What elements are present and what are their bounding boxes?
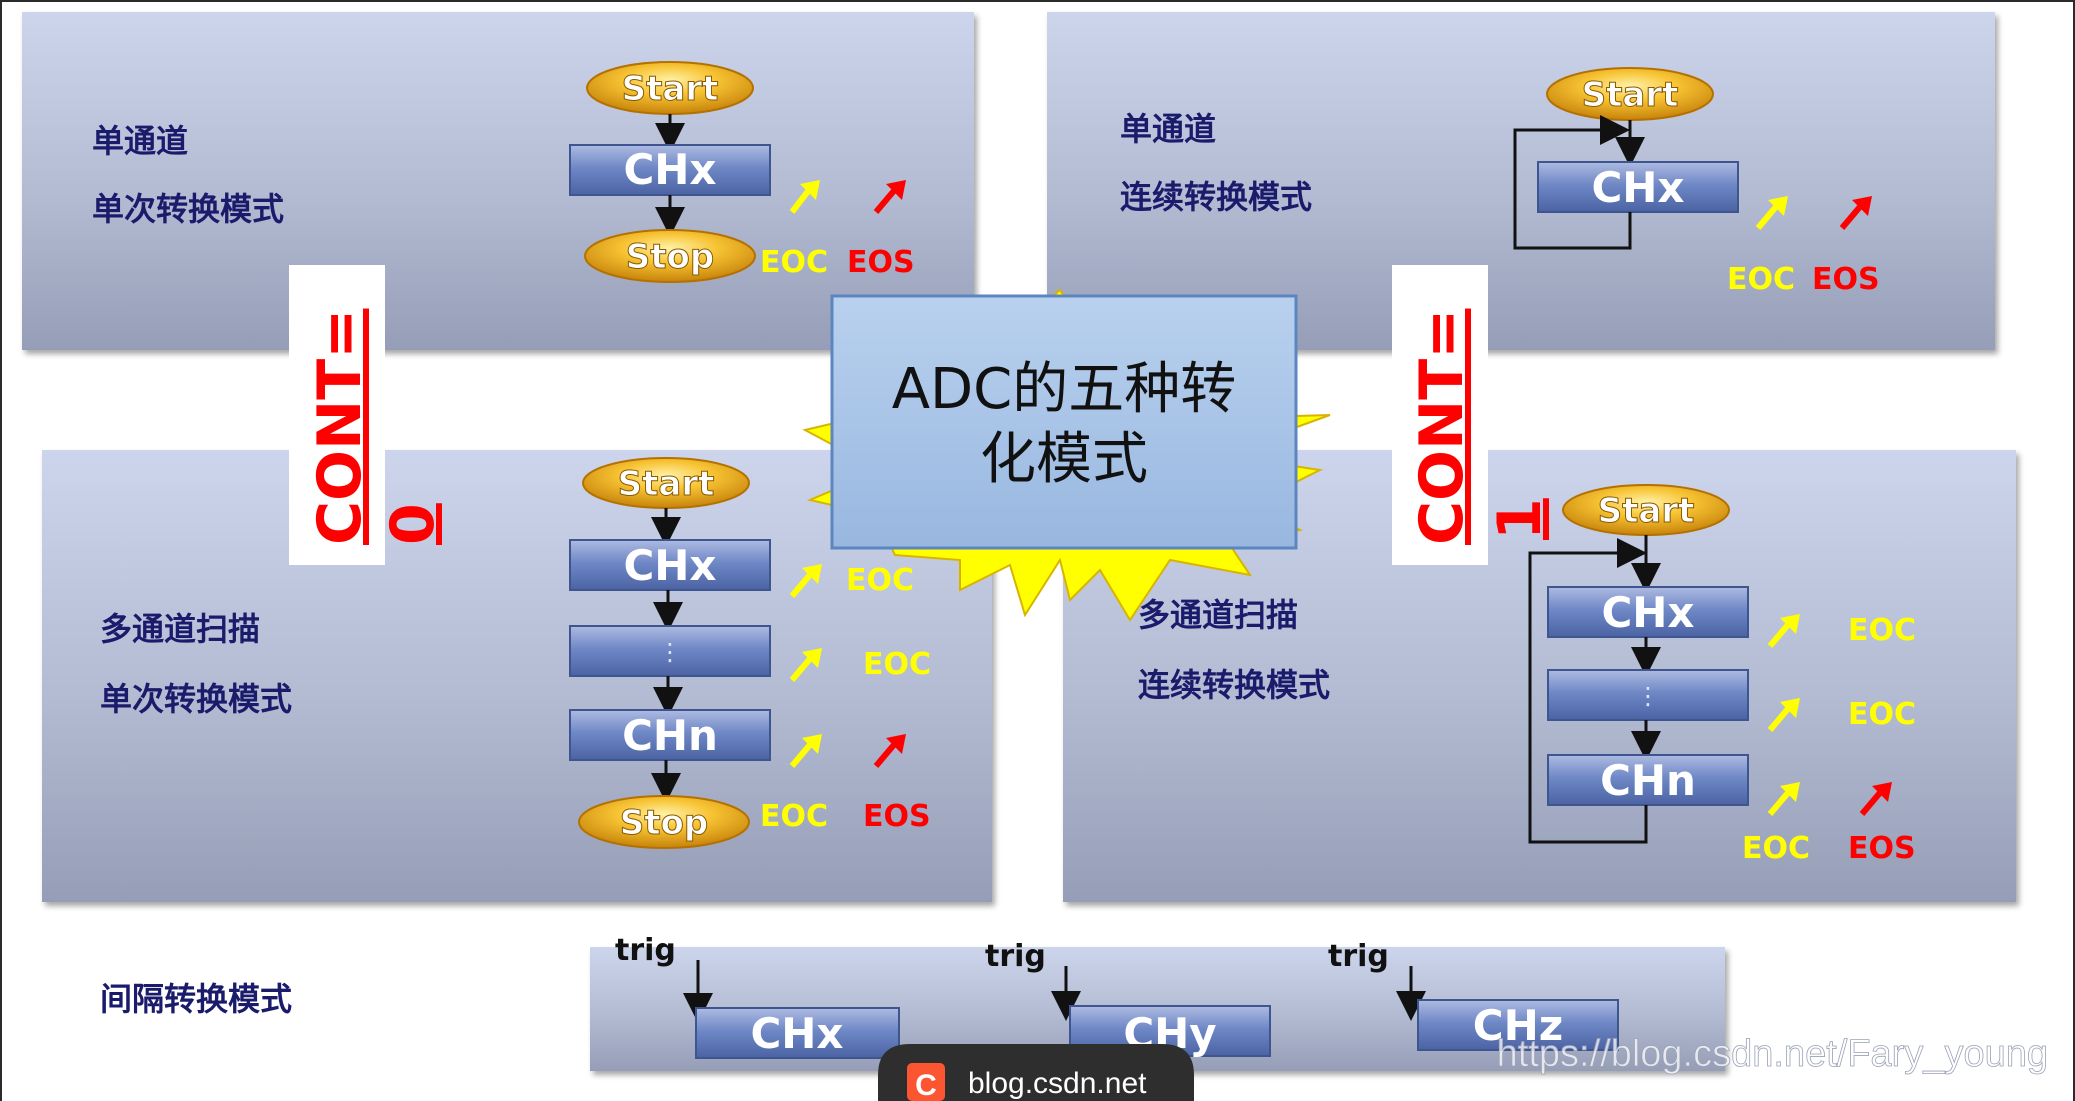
eoc-label: EOC <box>760 799 828 834</box>
scan-cont-channel-2: ⋮ <box>1547 669 1749 721</box>
disc-channel-1: CHx <box>695 1007 900 1059</box>
scan-once-line2: 单次转换模式 <box>100 680 292 718</box>
cont-left-bg <box>289 265 385 565</box>
single-once-stop: Stop <box>584 229 756 283</box>
csdn-logo-letter: C <box>915 1069 937 1101</box>
cont-right-bg <box>1392 265 1488 565</box>
cont-right-value: 1 <box>1485 498 1555 540</box>
trig-label: trig <box>615 933 676 968</box>
cont-left-label: CONT= <box>305 309 375 545</box>
cont-left-value: 0 <box>378 503 448 545</box>
eoc-arrow-icon <box>1755 196 1788 230</box>
channel-label: CHx <box>750 1009 843 1058</box>
channel-label: CHx <box>1601 588 1694 637</box>
eos-label: EOS <box>1848 831 1916 866</box>
single-cont-line2: 连续转换模式 <box>1120 178 1312 216</box>
eos-label: EOS <box>1812 262 1880 297</box>
csdn-logo-icon <box>907 1063 945 1101</box>
channel-label: CHn <box>622 711 718 760</box>
badge-text: blog.csdn.net <box>968 1067 1147 1100</box>
title-line-1: ADC的五种转 <box>892 357 1237 422</box>
title-box <box>830 294 1298 550</box>
screen-border-right <box>2073 0 2075 1101</box>
ellipsis-label: ⋮ <box>658 638 682 666</box>
scan-cont-start: Start <box>1562 484 1730 536</box>
screen-border-top <box>0 0 2075 2</box>
channel-label: CHn <box>1600 756 1696 805</box>
scan-once-start: Start <box>582 457 750 509</box>
eos-arrow-icon <box>1859 782 1892 816</box>
channel-label: CHx <box>623 541 716 590</box>
single-cont-channel: CHx <box>1537 161 1739 213</box>
single-once-line2: 单次转换模式 <box>92 190 284 228</box>
trig-label: trig <box>985 939 1046 974</box>
eos-label: EOS <box>863 799 931 834</box>
source-badge[interactable]: C blog.csdn.net <box>878 1044 1194 1101</box>
scan-cont-channel-3: CHn <box>1547 754 1749 806</box>
scan-cont-line1: 多通道扫描 <box>1138 596 1298 634</box>
eos-arrow-icon <box>873 734 906 768</box>
eoc-arrow-icon <box>789 648 822 682</box>
scan-once-line1: 多通道扫描 <box>100 610 260 648</box>
channel-label: CHz <box>1473 1001 1563 1050</box>
eoc-label: EOC <box>846 563 914 598</box>
panel-single-continuous <box>1047 12 1995 350</box>
eoc-label: EOC <box>1727 262 1795 297</box>
disc-channel-3: CHz <box>1417 999 1619 1051</box>
eoc-arrow-icon <box>1767 782 1800 816</box>
single-cont-line1: 单通道 <box>1120 110 1216 148</box>
start-label: Start <box>622 69 719 109</box>
trig-label: trig <box>1328 939 1389 974</box>
screen-border-left <box>0 0 2 1101</box>
eoc-label: EOC <box>863 647 931 682</box>
stop-label: Stop <box>626 237 714 277</box>
eoc-arrow-icon <box>1767 698 1800 732</box>
eoc-arrow-icon <box>789 734 822 768</box>
stop-label: Stop <box>620 803 708 843</box>
loop-line <box>1513 115 1632 250</box>
cont-right-label: CONT= <box>1407 309 1477 545</box>
title-line-2: 化模式 <box>980 427 1148 492</box>
channel-label: CHx <box>1591 163 1684 212</box>
eoc-arrow-icon <box>1767 614 1800 648</box>
channel-label: CHx <box>623 145 716 194</box>
eoc-label: EOC <box>760 245 828 280</box>
single-once-channel: CHx <box>569 144 771 196</box>
single-once-start: Start <box>586 61 754 115</box>
eoc-label: EOC <box>1848 613 1916 648</box>
eoc-arrow-icon <box>789 564 822 598</box>
scan-once-channel-3: CHn <box>569 709 771 761</box>
start-label: Start <box>618 464 715 504</box>
eoc-arrow-icon <box>789 180 820 214</box>
eos-label: EOS <box>847 245 915 280</box>
watermark-text: https://blog.csdn.net/Fary_young <box>1497 1033 2048 1075</box>
discontinuous-line1: 间隔转换模式 <box>100 980 292 1018</box>
eoc-label: EOC <box>1742 831 1810 866</box>
scan-once-channel-1: CHx <box>569 539 771 591</box>
loop-line <box>1528 538 1648 844</box>
eos-arrow-icon <box>1839 196 1872 230</box>
scan-once-stop: Stop <box>578 795 750 849</box>
scan-cont-line2: 连续转换模式 <box>1138 666 1330 704</box>
eos-arrow-icon <box>873 180 906 214</box>
single-cont-start: Start <box>1546 67 1714 121</box>
scan-cont-channel-1: CHx <box>1547 586 1749 638</box>
start-label: Start <box>1582 75 1679 115</box>
start-label: Start <box>1598 491 1695 531</box>
single-once-line1: 单通道 <box>92 122 188 160</box>
eoc-label: EOC <box>1848 697 1916 732</box>
scan-once-channel-2: ⋮ <box>569 625 771 677</box>
ellipsis-label: ⋮ <box>1636 682 1660 710</box>
